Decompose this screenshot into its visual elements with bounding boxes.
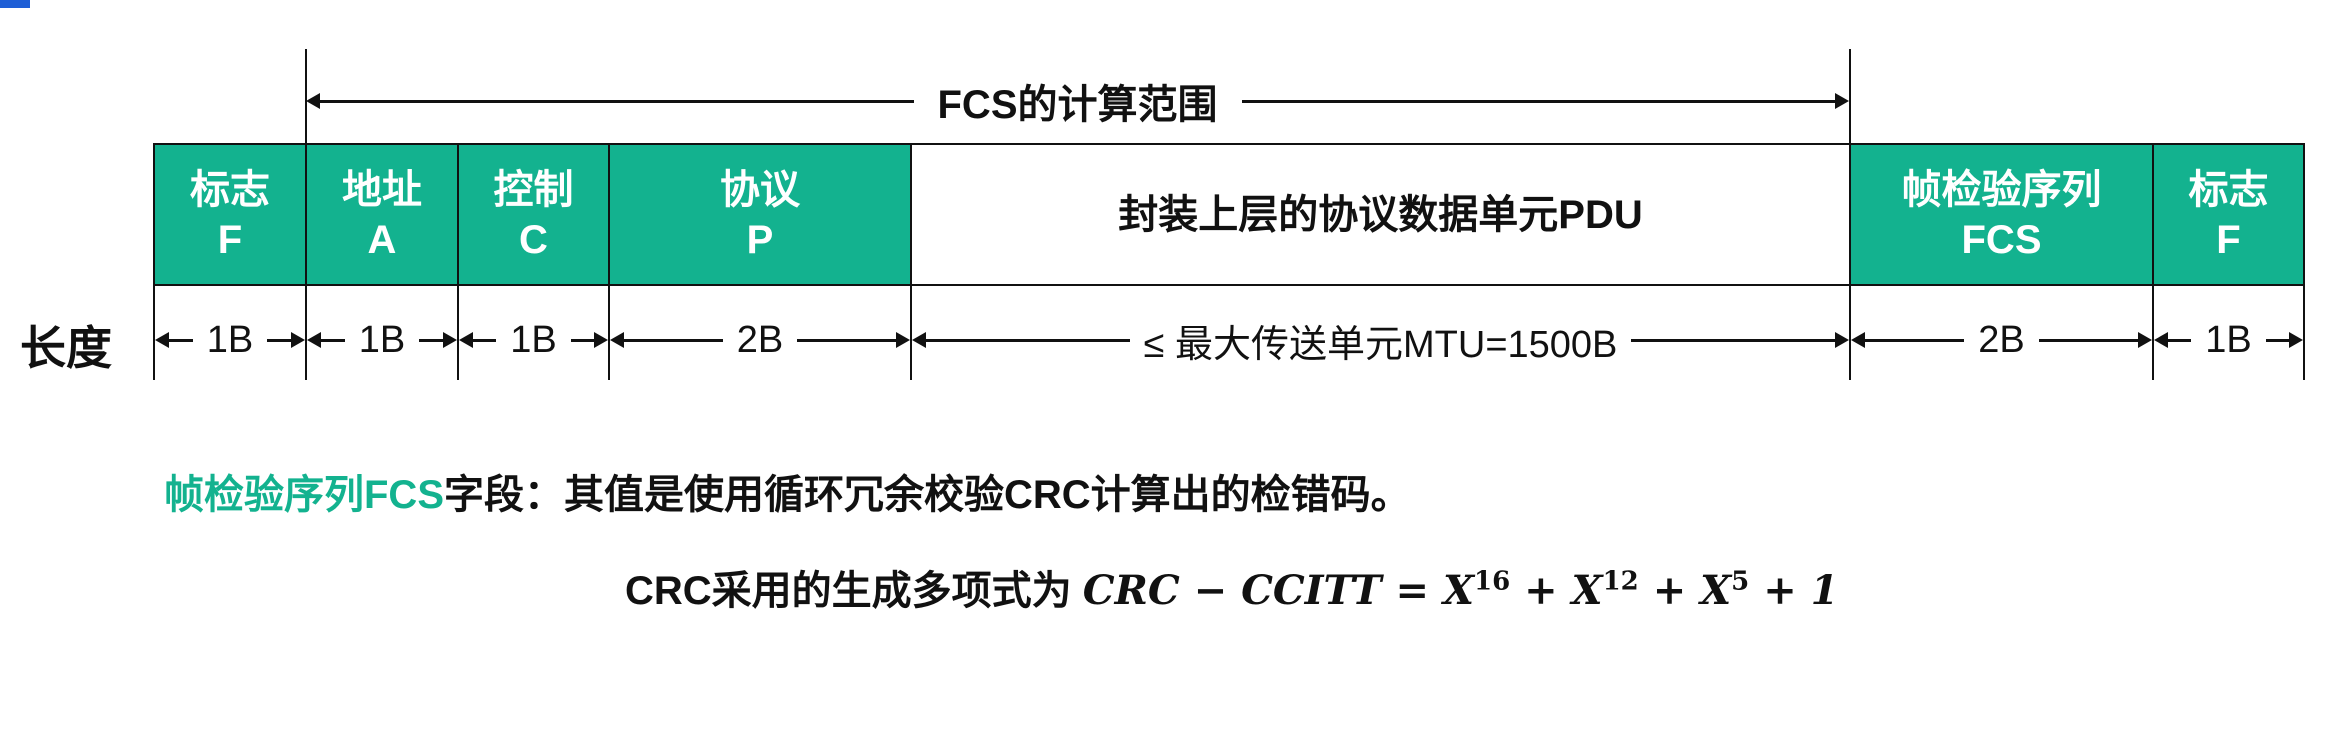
crc-formula: CRC − CCITT = X16 + X12 + X5 + 1: [1083, 567, 1839, 614]
field-length-value: 1B: [358, 318, 406, 361]
field-abbr: F: [217, 217, 243, 262]
arrow-left-icon: [2154, 332, 2168, 348]
field-abbr: A: [367, 217, 397, 262]
range-line: [320, 99, 914, 103]
arrow-left-icon: [307, 332, 321, 348]
field-length-value: 1B: [206, 318, 254, 361]
arrow-right-icon: [2289, 332, 2304, 348]
length-line: [473, 338, 497, 342]
field-length-value: 1B: [2205, 318, 2252, 361]
field-name: 协议: [720, 167, 800, 212]
field-cell: 标志 F: [2152, 143, 2305, 286]
divider-line: [1849, 49, 1851, 380]
field-length-value: 2B: [736, 318, 784, 361]
field-length: 2B: [1851, 316, 2153, 364]
fcs-description: 帧检验序列FCS字段：其值是使用循环冗余校验CRC计算出的检错码。: [164, 462, 1411, 520]
formula-lhs: CRC − CCITT =: [1082, 567, 1443, 614]
field-length: 2B: [610, 316, 911, 364]
length-line: [797, 338, 897, 342]
arrow-left-icon: [459, 332, 473, 348]
formula-exp: 12: [1602, 566, 1639, 597]
field-cell: 地址 A: [305, 143, 459, 286]
field-length: ≤ 最大传送单元MTU=1500B: [912, 316, 1850, 366]
field-length-value: ≤ 最大传送单元MTU=1500B: [1143, 323, 1618, 366]
crc-prefix: CRC采用的生成多项式为: [625, 569, 1072, 613]
arrow-right-icon: [1835, 93, 1849, 109]
length-line: [321, 338, 345, 342]
divider-line: [457, 143, 459, 380]
length-line: [2168, 338, 2192, 342]
corner-accent: [0, 0, 30, 8]
arrow-right-icon: [1835, 332, 1850, 348]
divider-line: [608, 143, 610, 380]
length-line: [1631, 338, 1836, 342]
field-length: 1B: [307, 316, 458, 364]
length-line: [169, 338, 193, 342]
field-name: 封装上层的协议数据单元PDU: [1118, 192, 1643, 237]
field-name: 标志: [2188, 167, 2269, 212]
arrow-left-icon: [610, 332, 624, 348]
arrow-right-icon: [896, 332, 911, 348]
range-line: [1241, 99, 1835, 103]
field-length-value: 1B: [510, 318, 557, 361]
arrow-right-icon: [2138, 332, 2153, 348]
field-cell: 控制 C: [457, 143, 610, 286]
formula-term: + 1: [1749, 567, 1839, 614]
arrow-left-icon: [155, 332, 169, 348]
field-cell: 帧检验序列 FCS: [1849, 143, 2154, 286]
arrow-left-icon: [912, 332, 926, 348]
fcs-range-label: FCS的计算范围: [937, 83, 1218, 127]
fcs-highlight: 帧检验序列FCS: [164, 473, 444, 517]
field-abbr: F: [2216, 217, 2241, 262]
divider-line: [2152, 143, 2154, 380]
formula-exp: 5: [1731, 566, 1750, 597]
arrow-left-icon: [306, 93, 320, 109]
length-line: [419, 338, 444, 342]
formula-term: + X: [1638, 567, 1732, 614]
field-name: 标志: [190, 167, 270, 212]
field-cell: 封装上层的协议数据单元PDU: [910, 143, 1851, 286]
field-name: 帧检验序列: [1901, 167, 2102, 212]
length-line: [926, 338, 1130, 342]
arrow-left-icon: [1851, 332, 1865, 348]
field-cell: 标志 F: [153, 143, 307, 286]
divider-line: [2303, 143, 2305, 380]
length-line: [267, 338, 292, 342]
field-length-value: 2B: [1978, 318, 2025, 361]
length-line: [2038, 338, 2139, 342]
field-length: 1B: [2154, 316, 2304, 364]
length-line: [1865, 338, 1965, 342]
formula-exp: 16: [1473, 566, 1511, 597]
arrow-right-icon: [594, 332, 609, 348]
field-length: 1B: [459, 316, 609, 364]
arrow-right-icon: [443, 332, 458, 348]
divider-line: [910, 143, 912, 380]
field-cell: 协议 P: [608, 143, 912, 286]
fcs-range-indicator: FCS的计算范围: [306, 78, 1849, 127]
field-length: 1B: [155, 316, 306, 364]
formula-term: + X: [1510, 567, 1603, 614]
arrow-right-icon: [291, 332, 306, 348]
field-abbr: FCS: [1961, 217, 2042, 262]
length-line: [570, 338, 595, 342]
crc-polynomial: CRC采用的生成多项式为 CRC − CCITT = X16 + X12 + X…: [625, 558, 1838, 616]
divider-line: [305, 49, 307, 380]
formula-term: X: [1442, 567, 1474, 614]
field-name: 地址: [342, 167, 422, 212]
field-abbr: C: [519, 217, 548, 262]
divider-line: [153, 143, 155, 380]
length-line: [624, 338, 723, 342]
fcs-description-text: 字段：其值是使用循环冗余校验CRC计算出的检错码。: [444, 473, 1411, 517]
length-line: [2265, 338, 2290, 342]
field-name: 控制: [493, 167, 574, 212]
length-label: 长度: [20, 322, 112, 374]
field-abbr: P: [746, 217, 774, 262]
